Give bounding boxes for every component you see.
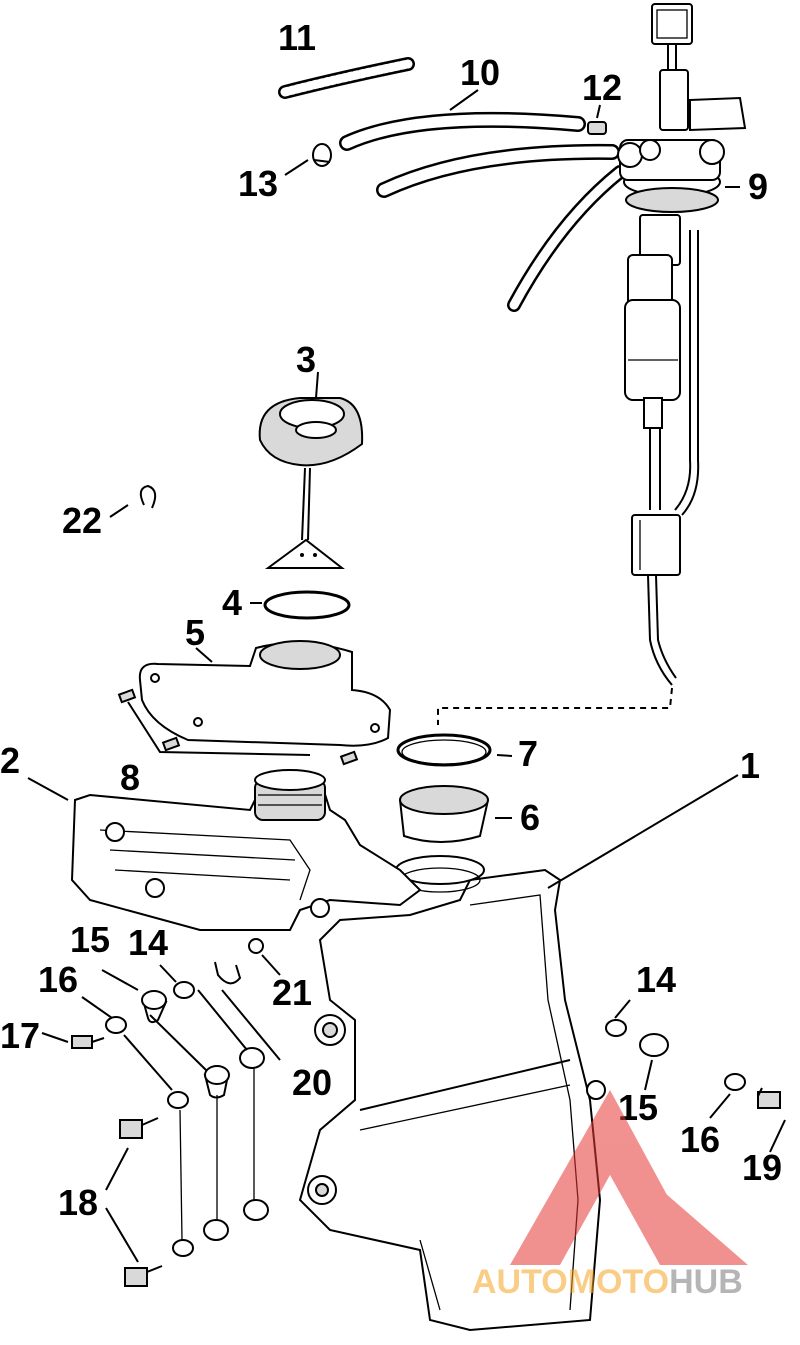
callout-6: 6 bbox=[520, 797, 540, 838]
callout-21: 21 bbox=[272, 972, 312, 1013]
part-4-o-ring bbox=[263, 590, 351, 620]
part-22-clip bbox=[139, 484, 157, 509]
leader-lines bbox=[27, 89, 786, 1263]
callout-7: 7 bbox=[518, 733, 538, 774]
callout-3: 3 bbox=[296, 339, 316, 380]
callout-4: 4 bbox=[222, 582, 242, 623]
callout-14-left: 14 bbox=[128, 922, 168, 963]
part-9-fuel-pump-assembly bbox=[617, 3, 747, 686]
callout-18: 18 bbox=[58, 1182, 98, 1223]
automotohub-watermark: AUTOMOTOHUB bbox=[472, 1090, 748, 1301]
callout-15-left: 15 bbox=[70, 919, 110, 960]
watermark-text-moto: MOTO bbox=[568, 1263, 669, 1301]
callout-19: 19 bbox=[742, 1147, 782, 1188]
callout-13: 13 bbox=[238, 163, 278, 204]
callout-20: 20 bbox=[292, 1062, 332, 1103]
callout-16-left: 16 bbox=[38, 959, 78, 1000]
callout-10: 10 bbox=[460, 52, 500, 93]
part-7-ring-clamp bbox=[396, 733, 492, 767]
callout-labels: 1 2 3 4 5 6 7 8 9 10 11 12 13 14 14 15 1… bbox=[0, 17, 782, 1223]
callout-8: 8 bbox=[120, 757, 140, 798]
callout-5: 5 bbox=[185, 612, 205, 653]
relation-dashed-line bbox=[437, 687, 673, 725]
callout-12: 12 bbox=[582, 67, 622, 108]
svg-text:AUTOMOTOHUB: AUTOMOTOHUB bbox=[472, 1263, 743, 1301]
callout-22: 22 bbox=[62, 500, 102, 541]
part-13-clamp bbox=[312, 143, 332, 167]
callout-14-right: 14 bbox=[636, 959, 676, 1000]
part-3-filler-cap bbox=[258, 397, 364, 569]
callout-16-right: 16 bbox=[680, 1119, 720, 1160]
callout-1: 1 bbox=[740, 745, 760, 786]
callout-11: 11 bbox=[278, 17, 316, 58]
part-8-filler-neck bbox=[254, 769, 326, 821]
part-10-hoses bbox=[339, 111, 627, 312]
callout-2: 2 bbox=[0, 740, 20, 781]
hardware-group-right bbox=[605, 1019, 781, 1109]
watermark-text-auto: AUTO bbox=[472, 1263, 568, 1301]
hardware-group-left bbox=[71, 938, 269, 1287]
part-11-braided-sleeve bbox=[278, 57, 415, 99]
callout-17: 17 bbox=[0, 1015, 40, 1056]
part-12-fitting bbox=[587, 121, 607, 135]
part-5-cover-plate bbox=[117, 640, 392, 766]
watermark-text-hub: HUB bbox=[669, 1263, 743, 1301]
part-2-tank-housing bbox=[70, 777, 422, 931]
callout-9: 9 bbox=[748, 166, 768, 207]
part-6-filter-cup bbox=[399, 785, 489, 843]
